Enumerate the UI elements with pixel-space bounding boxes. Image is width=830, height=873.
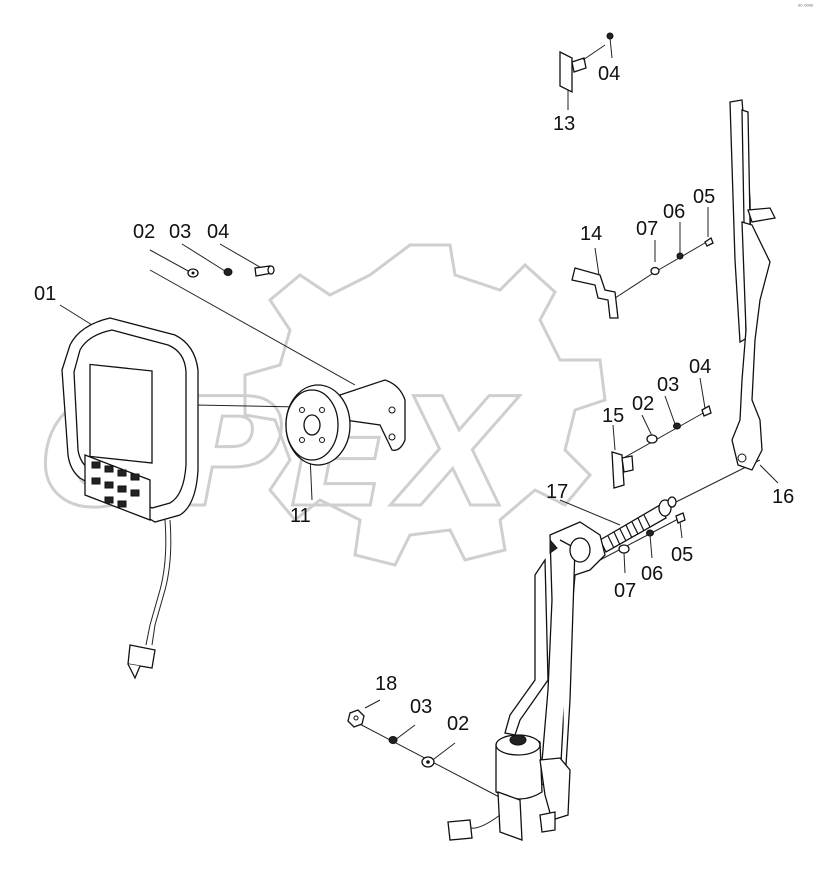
hardware-lockwasher-03c bbox=[388, 736, 398, 744]
corner-note: ᵒᵒ ᵒᵒᵒᵒ bbox=[798, 4, 814, 10]
callout-01: 01 bbox=[34, 283, 56, 305]
monitor-part-01 bbox=[61, 317, 199, 680]
callout-07: 07 bbox=[614, 580, 636, 602]
watermark-gear bbox=[243, 243, 607, 567]
callout-05: 05 bbox=[671, 544, 693, 566]
callout-03: 03 bbox=[410, 696, 432, 718]
callout-05: 05 bbox=[693, 186, 715, 208]
callout-02: 02 bbox=[632, 393, 654, 415]
hardware-washer-02a bbox=[187, 268, 199, 278]
callout-04: 04 bbox=[207, 221, 229, 243]
hardware-nut-07b bbox=[618, 544, 630, 554]
monitor-button-grid bbox=[91, 461, 140, 508]
callout-labels: 01 02 03 04 11 04 13 14 07 06 05 04 03 0… bbox=[34, 63, 794, 735]
callout-04: 04 bbox=[598, 63, 620, 85]
callout-15: 15 bbox=[602, 405, 624, 427]
hardware-washer-02c bbox=[421, 756, 435, 768]
callout-14: 14 bbox=[580, 223, 602, 245]
wiper-arm-part-16 bbox=[729, 99, 776, 471]
spring-shaft-part-17 bbox=[599, 496, 677, 553]
callout-17: 17 bbox=[546, 481, 568, 503]
callout-16: 16 bbox=[772, 486, 794, 508]
hardware-bolt-05b bbox=[675, 512, 686, 524]
hardware-washer-06b bbox=[646, 529, 654, 537]
callout-11: 11 bbox=[290, 505, 311, 527]
hardware-bolt-04a bbox=[254, 265, 275, 277]
wiper-linkage-arm bbox=[504, 521, 606, 786]
callout-03: 03 bbox=[169, 221, 191, 243]
callout-04: 04 bbox=[689, 356, 711, 378]
monitor-bracket-part-11 bbox=[285, 379, 406, 466]
callout-13: 13 bbox=[553, 113, 575, 135]
wiper-motor bbox=[447, 734, 571, 841]
callout-03: 03 bbox=[657, 374, 679, 396]
hardware-lockwasher-03a bbox=[223, 268, 233, 276]
hardware-nut-18 bbox=[347, 709, 365, 728]
callout-02: 02 bbox=[133, 221, 155, 243]
callout-07: 07 bbox=[636, 218, 658, 240]
clip-part-13 bbox=[559, 32, 614, 94]
clip-part-14 bbox=[571, 237, 714, 319]
callout-06: 06 bbox=[641, 563, 663, 585]
callout-18: 18 bbox=[375, 673, 397, 695]
callout-02: 02 bbox=[447, 713, 469, 735]
clip-part-15 bbox=[611, 405, 712, 489]
callout-06: 06 bbox=[663, 201, 685, 223]
